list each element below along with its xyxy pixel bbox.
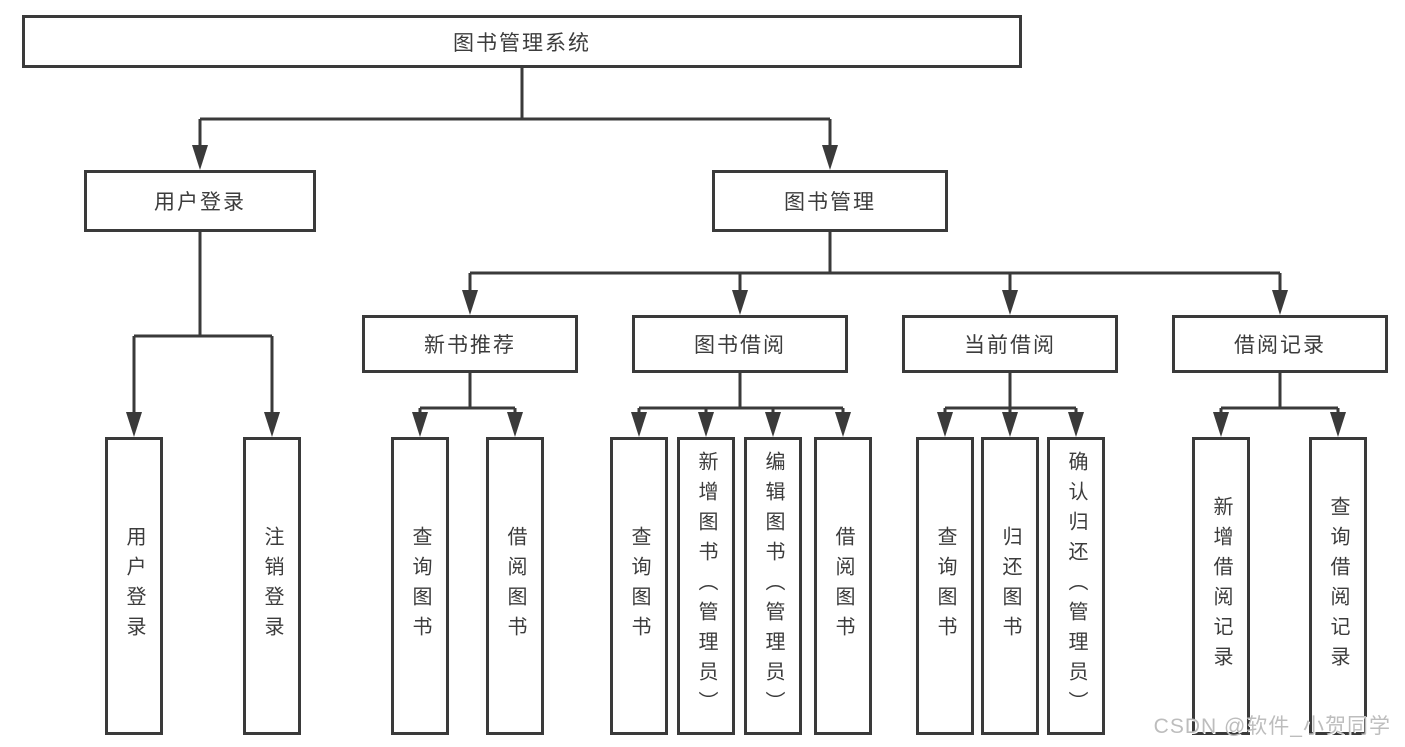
node-book-management-label: 图书管理 — [784, 191, 876, 214]
node-book-management: 图书管理 — [712, 170, 948, 232]
watermark: CSDN @软件_小贺同学 — [1153, 715, 1391, 738]
node-new-book-recommend: 新书推荐 — [362, 315, 578, 373]
leaf-borrow-books-recommend: 借阅图书 — [486, 437, 544, 735]
leaf-add-borrow-record-label: 新增借阅记录 — [1210, 496, 1232, 676]
leaf-borrow-books-recommend-label: 借阅图书 — [504, 526, 526, 646]
arrowhead — [1068, 412, 1084, 437]
arrowhead — [1002, 412, 1018, 437]
leaf-user-login: 用户登录 — [105, 437, 163, 735]
leaf-return-book-label: 归还图书 — [999, 526, 1021, 646]
leaf-query-books-current-label: 查询图书 — [934, 526, 956, 646]
node-new-book-recommend-label: 新书推荐 — [424, 334, 516, 357]
arrowhead — [126, 412, 142, 437]
arrowhead — [192, 145, 208, 170]
arrowhead — [507, 412, 523, 437]
leaf-add-book-admin: 新增图书（管理员） — [677, 437, 735, 735]
leaf-borrow-books-borrow-label: 借阅图书 — [832, 526, 854, 646]
arrowhead — [732, 290, 748, 315]
arrowhead — [937, 412, 953, 437]
arrowhead — [1213, 412, 1229, 437]
edge-new-book-recommend-to-leaves — [418, 373, 517, 414]
leaf-borrow-books-borrow: 借阅图书 — [814, 437, 872, 735]
leaf-query-books-borrow: 查询图书 — [610, 437, 668, 735]
node-user-login-label: 用户登录 — [154, 191, 246, 214]
tree-edges — [132, 68, 1340, 414]
leaf-query-borrow-record-label: 查询借阅记录 — [1327, 496, 1349, 676]
leaf-confirm-return-admin-label: 确认归还（管理员） — [1065, 451, 1087, 721]
arrowhead — [1272, 290, 1288, 315]
leaf-add-book-admin-label: 新增图书（管理员） — [695, 451, 717, 721]
leaf-edit-book-admin-label: 编辑图书（管理员） — [762, 451, 784, 721]
arrowhead — [412, 412, 428, 437]
leaf-add-borrow-record: 新增借阅记录 — [1192, 437, 1250, 735]
arrowhead — [1330, 412, 1346, 437]
leaf-return-book: 归还图书 — [981, 437, 1039, 735]
arrowhead — [822, 145, 838, 170]
node-book-borrow: 图书借阅 — [632, 315, 848, 373]
node-user-login: 用户登录 — [84, 170, 316, 232]
node-borrow-records: 借阅记录 — [1172, 315, 1388, 373]
leaf-logout: 注销登录 — [243, 437, 301, 735]
arrowhead — [765, 412, 781, 437]
node-library-management-system-label: 图书管理系统 — [453, 31, 591, 55]
leaf-query-borrow-record: 查询借阅记录 — [1309, 437, 1367, 735]
arrowhead — [462, 290, 478, 315]
arrowhead — [631, 412, 647, 437]
leaf-query-books-borrow-label: 查询图书 — [628, 526, 650, 646]
edge-current-borrow-to-leaves — [943, 373, 1078, 414]
arrowheads — [126, 145, 1346, 437]
leaf-logout-label: 注销登录 — [261, 526, 283, 646]
leaf-user-login-label: 用户登录 — [123, 526, 145, 646]
leaf-query-books-recommend: 查询图书 — [391, 437, 449, 735]
edge-user-login-to-leaves — [132, 232, 274, 414]
edge-book-management-to-sections — [468, 232, 1282, 292]
leaf-confirm-return-admin: 确认归还（管理员） — [1047, 437, 1105, 735]
arrowhead — [698, 412, 714, 437]
leaf-query-books-current: 查询图书 — [916, 437, 974, 735]
node-library-management-system: 图书管理系统 — [22, 15, 1022, 68]
leaf-query-books-recommend-label: 查询图书 — [409, 526, 431, 646]
edge-root-to-level2 — [198, 68, 832, 147]
arrowhead — [835, 412, 851, 437]
node-borrow-records-label: 借阅记录 — [1234, 334, 1326, 357]
node-current-borrow-label: 当前借阅 — [964, 334, 1056, 357]
leaf-edit-book-admin: 编辑图书（管理员） — [744, 437, 802, 735]
edge-borrow-records-to-leaves — [1219, 373, 1340, 414]
edge-book-borrow-to-leaves — [637, 373, 845, 414]
arrowhead — [1002, 290, 1018, 315]
node-book-borrow-label: 图书借阅 — [694, 334, 786, 357]
arrowhead — [264, 412, 280, 437]
node-current-borrow: 当前借阅 — [902, 315, 1118, 373]
